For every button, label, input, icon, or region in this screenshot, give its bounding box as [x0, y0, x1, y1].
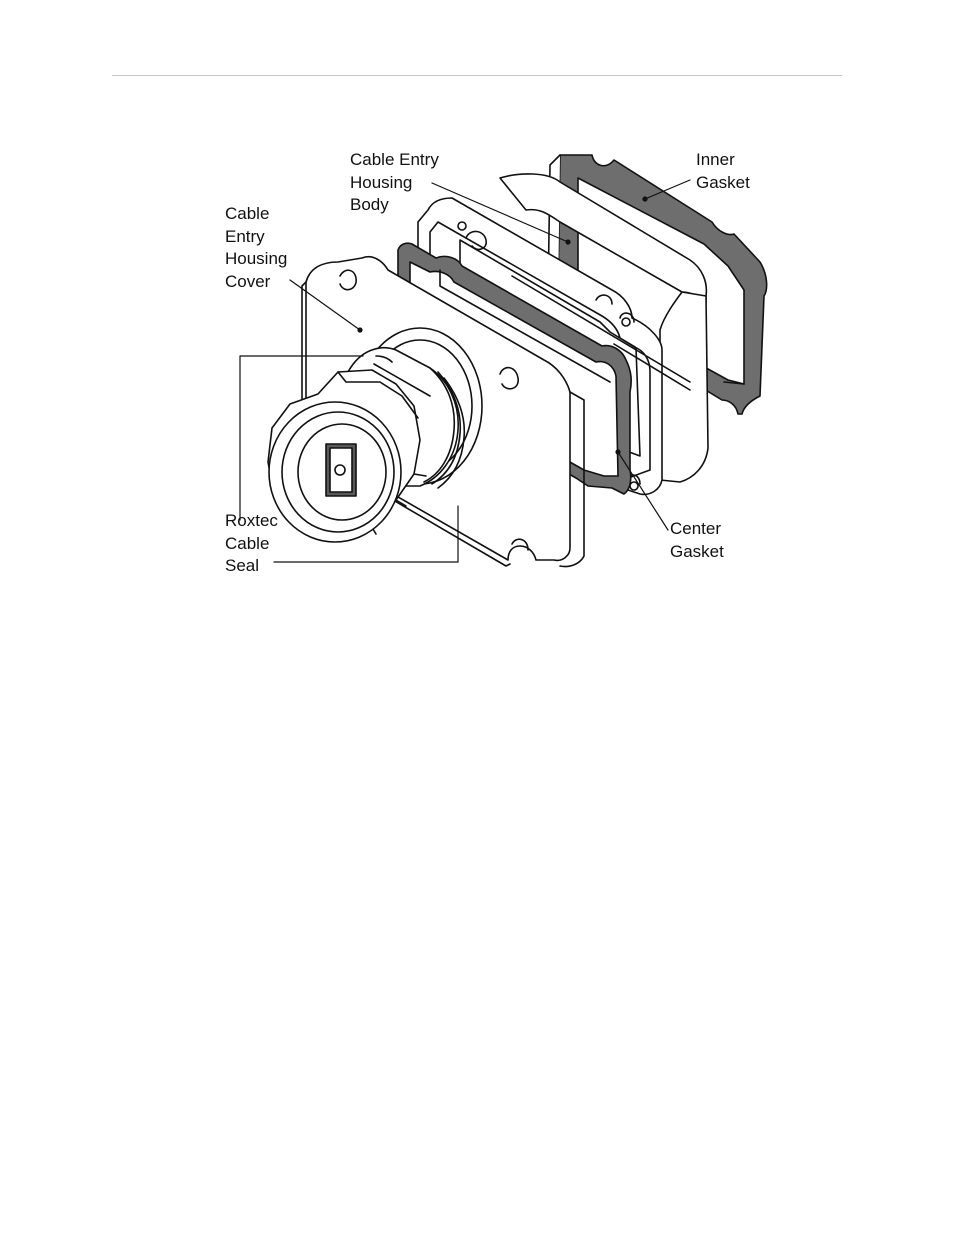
label-line: Cable Entry	[350, 150, 439, 169]
label-line: Housing	[350, 172, 413, 192]
label-line: Inner	[696, 150, 735, 169]
label-line: Cable	[225, 204, 270, 223]
label-line: Housing	[225, 249, 288, 268]
label-housing-cover: Cable Entry Housing Cover	[225, 203, 287, 293]
label-housing-body: Cable Entry Housing Body	[350, 149, 439, 217]
label-line: Gasket	[670, 541, 724, 561]
cable-seal-part	[267, 327, 483, 543]
label-inner-gasket: Inner Gasket	[696, 149, 750, 194]
header-rule	[112, 75, 842, 76]
leader-lines	[239, 179, 691, 563]
label-line: Gasket	[696, 172, 750, 192]
label-cable-seal: Roxtec Cable Seal	[225, 510, 278, 578]
label-line: Center	[670, 519, 722, 538]
leader-dots	[357, 196, 648, 455]
label-line: Body	[350, 195, 389, 214]
label-line: Seal	[225, 556, 260, 575]
label-line: Cable	[225, 533, 270, 553]
label-line: Cover	[225, 271, 271, 291]
label-line: Roxtec	[225, 511, 278, 530]
label-center-gasket: Center Gasket	[670, 518, 724, 563]
label-line: Entry	[225, 226, 265, 246]
